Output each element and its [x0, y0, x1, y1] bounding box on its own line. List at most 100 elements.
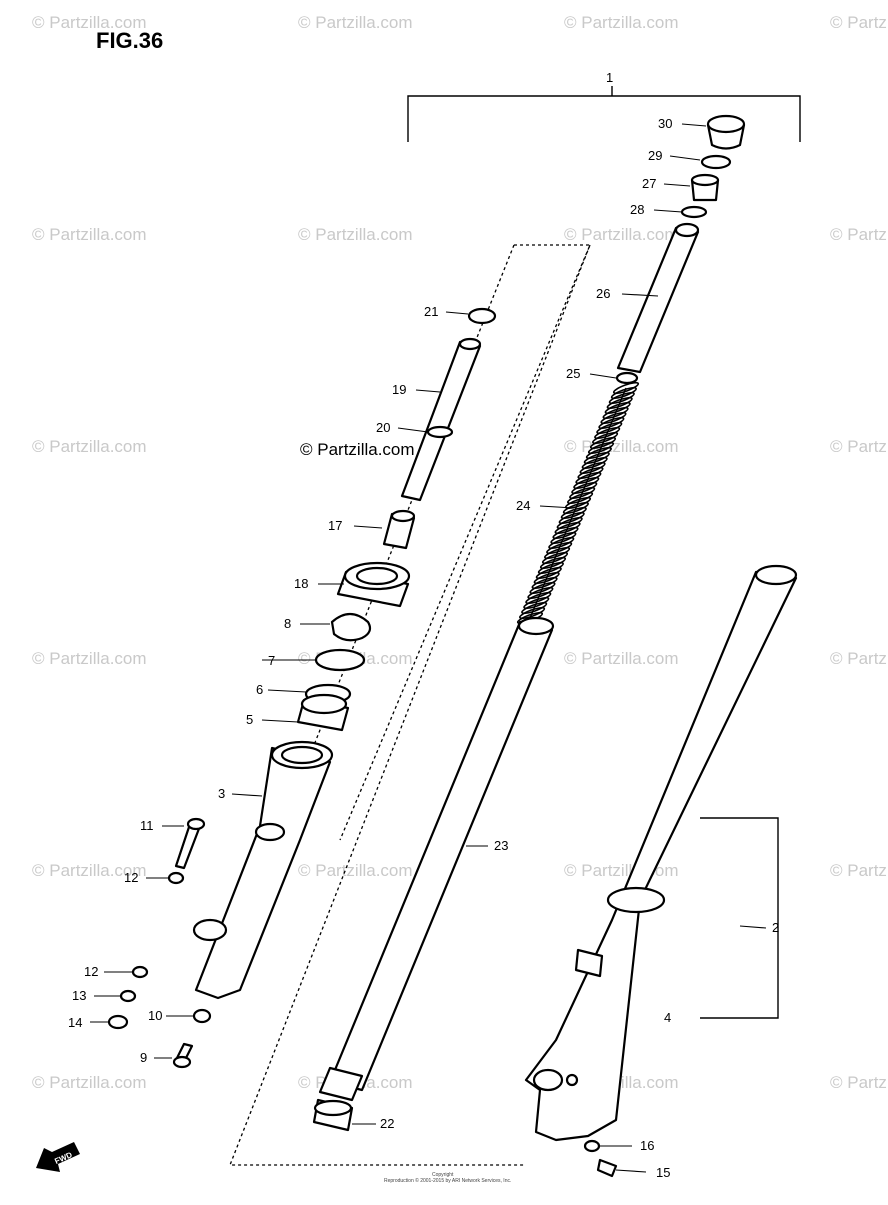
spring-coil: [579, 461, 606, 475]
callout-13: 13: [72, 988, 86, 1003]
callout-5: 5: [246, 712, 253, 727]
spring-guide-part-27: [690, 173, 720, 202]
watermark: © Partzilla.com: [564, 861, 679, 880]
spring-coil: [556, 516, 583, 530]
callout-23: 23: [494, 838, 508, 853]
watermark: © Partzilla.com: [32, 1073, 147, 1092]
spring-coil: [519, 606, 546, 620]
spring-coil: [592, 431, 619, 445]
spring-coil: [608, 391, 635, 405]
watermark: © Partzilla.com: [32, 225, 147, 244]
callout-26: 26: [596, 286, 610, 301]
watermark: © Partzilla.com: [830, 225, 888, 244]
bolt-part-11: [174, 817, 206, 870]
callout-28: 28: [630, 202, 644, 217]
callout-15: 15: [656, 1165, 670, 1180]
spring-coil: [537, 561, 564, 575]
bush-part-22: [312, 1066, 364, 1132]
inner-tube-part-23: [328, 616, 555, 1092]
spring-coil: [558, 511, 585, 525]
spring-coil: [596, 421, 623, 435]
center-watermark: © Partzilla.com: [300, 440, 415, 459]
callout-3: 3: [218, 786, 225, 801]
callout-12: 12: [84, 964, 98, 979]
watermark: © Partzilla.com: [830, 13, 888, 32]
drain-bolt-part-15: [596, 1158, 618, 1178]
spring-coil: [587, 441, 615, 455]
ring-part-21: [467, 307, 497, 325]
washer-part-28: [680, 205, 708, 219]
piston-ring-part-20: [426, 425, 454, 439]
spring-coil: [531, 576, 558, 590]
bolt-part-9: [172, 1042, 194, 1069]
spring-coil: [550, 531, 577, 545]
footer-reproduction: Reproduction © 2001-2015 by ARI Network …: [384, 1177, 511, 1184]
spring-coil: [600, 411, 627, 425]
washer-part-16: [583, 1139, 601, 1153]
callout-16: 16: [640, 1138, 654, 1153]
outer-tube-assembly-part-2: [524, 564, 798, 1142]
damper-rod-part-19: [400, 337, 482, 502]
callout-24: 24: [516, 498, 530, 513]
watermark: © Partzilla.com: [298, 225, 413, 244]
spring-coil: [602, 406, 629, 420]
watermark: © Partzilla.com: [564, 225, 679, 244]
callout-22: 22: [380, 1116, 394, 1131]
watermark: © Partzilla.com: [32, 649, 147, 668]
spring-coil: [612, 381, 640, 395]
spring-coil: [552, 526, 579, 540]
spring-coil: [577, 466, 604, 480]
spring-coil: [610, 386, 637, 400]
watermark: © Partzilla.com: [830, 1073, 888, 1092]
spring-coil: [585, 446, 612, 460]
spring-coil: [571, 481, 598, 495]
spring-coil: [589, 436, 617, 450]
taper-spindle-part-17: [382, 509, 416, 550]
watermark-grid: © Partzilla.com © Partzilla.com © Partzi…: [32, 13, 888, 1092]
spring-coil: [606, 396, 633, 410]
callout-1: 1: [606, 70, 613, 85]
spring-coil: [560, 506, 587, 520]
callout-29: 29: [648, 148, 662, 163]
callout-4: 4: [664, 1010, 671, 1025]
spring-coil: [581, 456, 608, 470]
watermark: © Partzilla.com: [298, 861, 413, 880]
fork-spring-part-24: [516, 381, 640, 625]
o-ring-part-29: [700, 154, 732, 170]
callout-18: 18: [294, 576, 308, 591]
callout-11: 11: [140, 818, 154, 833]
callout-21: 21: [424, 304, 438, 319]
watermark: © Partzilla.com: [32, 437, 147, 456]
spring-coil: [548, 536, 575, 550]
spring-coil: [546, 541, 573, 555]
nut-part-14: [107, 1014, 129, 1030]
spring-coil: [567, 491, 594, 505]
spring-coil: [583, 451, 610, 465]
callout-20: 20: [376, 420, 390, 435]
spring-coil: [523, 596, 550, 610]
callout-19: 19: [392, 382, 406, 397]
spacer-tube-part-26: [616, 222, 700, 374]
spring-coil: [527, 586, 554, 600]
callout-25: 25: [566, 366, 580, 381]
spring-coil: [535, 566, 562, 580]
spring-coil: [533, 571, 560, 585]
callout-10: 10: [148, 1008, 162, 1023]
callout-27: 27: [642, 176, 656, 191]
callout-12: 12: [124, 870, 138, 885]
nut-part-13: [119, 989, 137, 1003]
spring-coil: [562, 501, 589, 515]
cap-bolt-part-30: [706, 114, 746, 150]
callout-labels: 1 2 3 4 5 6 7 8 9 10 11 12 12 13 14 15 1…: [68, 70, 779, 1180]
callout-9: 9: [140, 1050, 147, 1065]
outer-tube-part-3: [192, 740, 334, 1000]
washer-part-12: [131, 965, 149, 979]
stopper-ring-part-8: [330, 612, 372, 642]
figure-title: FIG.36: [96, 28, 163, 53]
callout-14: 14: [68, 1015, 82, 1030]
spring-coil: [594, 426, 621, 440]
watermark: © Partzilla.com: [564, 13, 679, 32]
spring-coil: [525, 591, 552, 605]
spring-coil: [598, 416, 625, 430]
seal-part-5: [296, 693, 350, 732]
